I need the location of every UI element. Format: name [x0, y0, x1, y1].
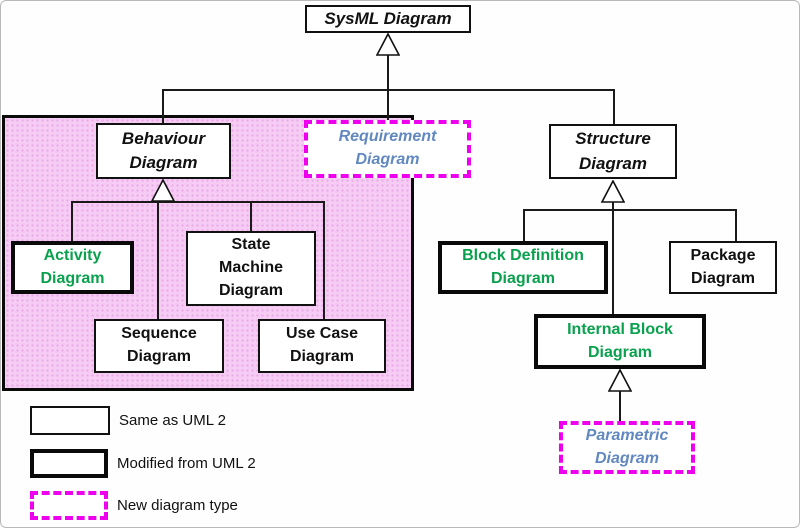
connector-line	[612, 201, 614, 314]
legend-item-modified-from-uml2: Modified from UML 2	[30, 449, 256, 478]
legend-swatch-thick-border	[30, 449, 108, 478]
node-requirement-diagram: Requirement Diagram	[304, 120, 471, 178]
connector-line	[387, 89, 389, 121]
node-sequence-diagram: Sequence Diagram	[94, 319, 224, 373]
node-structure-diagram: Structure Diagram	[549, 124, 677, 179]
node-package-diagram: Package Diagram	[669, 241, 777, 294]
legend-swatch-dashed-magenta-border	[30, 491, 108, 520]
connector-line	[71, 201, 325, 203]
generalization-arrow-icon	[601, 180, 625, 203]
connector-line	[387, 55, 389, 89]
generalization-arrow-icon	[151, 179, 175, 202]
legend-label: New diagram type	[117, 497, 238, 514]
generalization-arrow-icon	[608, 369, 632, 392]
node-internal-block-diagram: Internal Block Diagram	[534, 314, 706, 369]
connector-line	[735, 209, 737, 241]
node-parametric-diagram: Parametric Diagram	[559, 421, 695, 474]
connector-line	[523, 209, 737, 211]
connector-line	[323, 201, 325, 319]
legend-item-new-diagram-type: New diagram type	[30, 491, 238, 520]
node-block-definition-diagram: Block Definition Diagram	[438, 241, 608, 294]
node-activity-diagram: Activity Diagram	[11, 241, 134, 294]
connector-line	[250, 201, 252, 231]
connector-line	[613, 89, 615, 124]
node-use-case-diagram: Use Case Diagram	[258, 319, 386, 373]
connector-line	[619, 390, 621, 421]
connector-line	[71, 201, 73, 241]
node-state-machine-diagram: State Machine Diagram	[186, 231, 316, 306]
legend-swatch-thin-border	[30, 406, 110, 435]
legend-label: Modified from UML 2	[117, 455, 256, 472]
connector-line	[523, 209, 525, 241]
connector-line	[162, 89, 164, 123]
legend-item-same-as-uml2: Same as UML 2	[30, 406, 226, 435]
node-sysml-diagram: SysML Diagram	[305, 5, 471, 33]
legend-label: Same as UML 2	[119, 412, 226, 429]
connector-line	[157, 201, 159, 319]
node-behaviour-diagram: Behaviour Diagram	[96, 123, 231, 179]
generalization-arrow-icon	[376, 33, 400, 56]
